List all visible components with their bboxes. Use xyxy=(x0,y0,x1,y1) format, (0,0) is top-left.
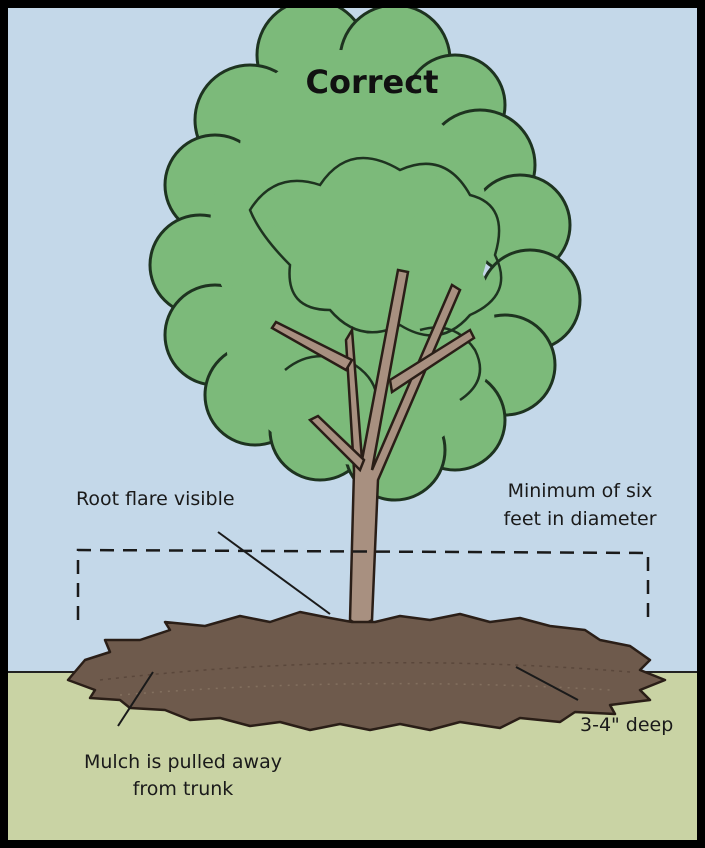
root-flare-label: Root flare visible xyxy=(76,488,235,510)
depth-label: 3-4" deep xyxy=(580,714,673,736)
diameter-label-line1: Minimum of six xyxy=(508,480,653,502)
diameter-label-line2: feet in diameter xyxy=(503,508,656,530)
diagram-title: Correct xyxy=(306,63,439,101)
mulch-label-line2: from trunk xyxy=(133,778,234,800)
mulch-label-line1: Mulch is pulled away xyxy=(84,751,282,773)
